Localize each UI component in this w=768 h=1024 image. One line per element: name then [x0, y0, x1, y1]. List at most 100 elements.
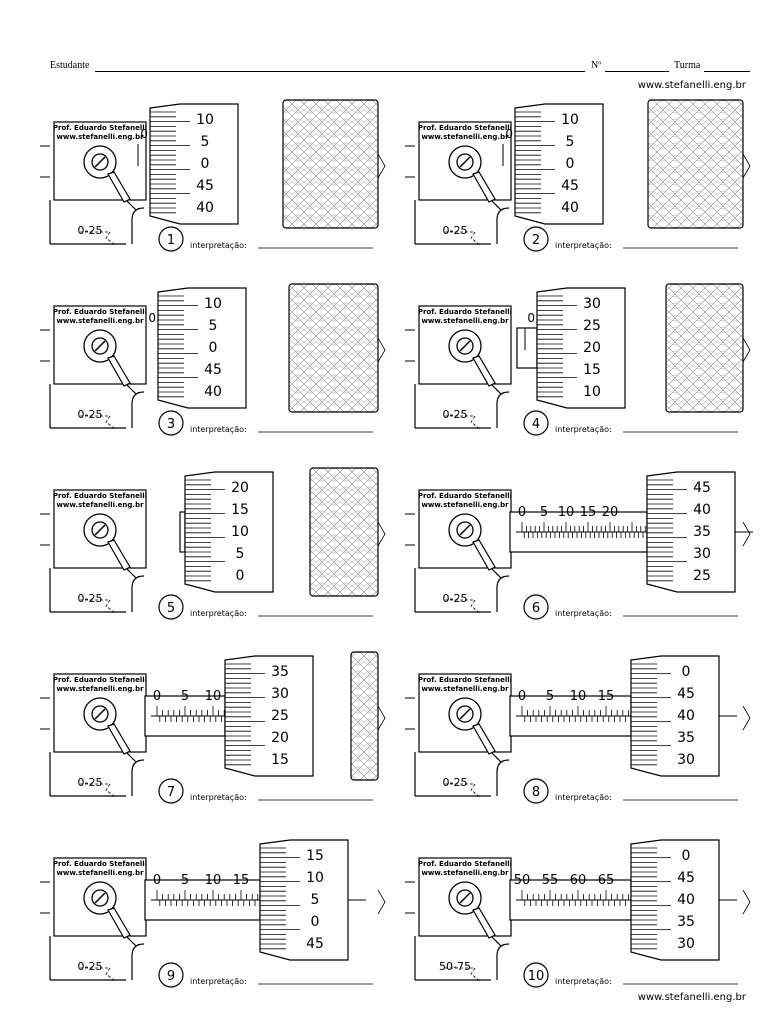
thimble-label: 5 — [566, 134, 575, 150]
frame-break-line — [80, 415, 117, 431]
interpretation-label: interpretação: — [555, 977, 612, 986]
frame-step — [490, 935, 502, 947]
thimble-label: 15 — [231, 502, 249, 518]
thimble-label: 45 — [677, 686, 695, 702]
author-label: Prof. Eduardo Stefanelli — [418, 308, 512, 316]
thimble-label: 0 — [566, 156, 575, 172]
website-label: www.stefanelli.eng.br — [421, 501, 509, 509]
sleeve-label: 0 — [518, 505, 526, 520]
break-mark — [742, 153, 751, 179]
range-label: 0-25 — [78, 776, 103, 789]
micrometer-exercise: Prof. Eduardo Stefanelliwww.stefanelli.e… — [405, 839, 751, 988]
thimble-label: 5 — [236, 546, 245, 562]
author-label: Prof. Eduardo Stefanelli — [53, 492, 147, 500]
exercise-number-badge — [158, 410, 184, 436]
thimble-label: 45 — [306, 936, 324, 952]
lock-slot — [459, 708, 471, 720]
thimble-label: 10 — [196, 112, 214, 128]
lock-lever — [107, 539, 131, 571]
lock-lever — [472, 907, 496, 939]
lock-slot — [94, 340, 106, 352]
ratchet-knurl — [309, 467, 379, 597]
lock-lever — [107, 907, 131, 939]
interpretation-label: interpretação: — [190, 241, 247, 250]
thimble-label: 25 — [583, 318, 601, 334]
frame-break-line — [445, 415, 482, 431]
thimble-label: 10 — [561, 112, 579, 128]
exercise-number: 4 — [532, 417, 540, 432]
author-label: Prof. Eduardo Stefanelli — [418, 124, 512, 132]
lock-lever — [107, 723, 131, 755]
thimble-label: 20 — [271, 730, 289, 746]
website-label: www.stefanelli.eng.br — [421, 869, 509, 877]
exercise-number: 1 — [167, 233, 175, 248]
site-url-top: www.stefanelli.eng.br — [637, 80, 746, 91]
frame-curve — [496, 575, 510, 612]
thimble-label: 40 — [196, 200, 214, 216]
thimble-label: 10 — [204, 296, 222, 312]
lock-lever — [107, 355, 131, 387]
thimble-label: 0 — [311, 914, 320, 930]
website-label: www.stefanelli.eng.br — [56, 317, 144, 325]
thimble-label: 15 — [271, 752, 289, 768]
frame-break-line — [80, 967, 117, 983]
lock-lever — [472, 723, 496, 755]
frame-break-line — [80, 599, 117, 615]
frame-curve — [131, 759, 145, 796]
thimble-label: 5 — [311, 892, 320, 908]
lock-slot — [94, 524, 106, 536]
frame-step — [490, 383, 502, 395]
thimble-label: 35 — [677, 914, 695, 930]
exercise-number: 10 — [528, 969, 545, 984]
thimble-label: 25 — [693, 568, 711, 584]
exercise-number: 7 — [167, 785, 175, 800]
number-field[interactable] — [605, 71, 669, 72]
exercise-number: 6 — [532, 601, 540, 616]
break-mark — [742, 521, 751, 547]
sleeve-label: 0 — [153, 689, 161, 704]
frame-step — [490, 199, 502, 211]
lock-slot — [94, 708, 106, 720]
frame-curve — [131, 575, 145, 612]
sleeve-label: 65 — [598, 873, 615, 888]
exercise-number-badge — [523, 962, 549, 988]
frame-break-line — [445, 231, 482, 247]
frame-break-line — [445, 783, 482, 799]
sleeve-label: 0 — [148, 311, 156, 325]
thimble-label: 0 — [209, 340, 218, 356]
sleeve-label: 5 — [540, 505, 548, 520]
exercise-number: 5 — [167, 601, 175, 616]
micrometer-exercise: Prof. Eduardo Stefanelliwww.stefanelli.e… — [405, 99, 751, 252]
sleeve-label: 20 — [602, 505, 619, 520]
sleeve-label: 0 — [527, 311, 535, 325]
exercise-number: 8 — [532, 785, 540, 800]
range-label: 0-25 — [78, 224, 103, 237]
author-label: Prof. Eduardo Stefanelli — [53, 860, 147, 868]
student-name-field[interactable] — [95, 71, 585, 72]
sleeve-label: 0 — [153, 873, 161, 888]
site-url-bottom: www.stefanelli.eng.br — [637, 992, 746, 1003]
sleeve-label: 0 — [518, 689, 526, 704]
exercise-number-badge — [158, 594, 184, 620]
exercise-number-badge — [523, 410, 549, 436]
range-label: 50-75 — [439, 960, 471, 973]
thimble-label: 40 — [677, 892, 695, 908]
lock-lever — [472, 355, 496, 387]
frame-step — [125, 751, 137, 763]
frame-step — [125, 567, 137, 579]
frame-step — [490, 751, 502, 763]
break-mark — [742, 705, 751, 731]
sleeve-label: 10 — [205, 689, 222, 704]
label-plate — [53, 489, 147, 569]
thimble-label: 40 — [693, 502, 711, 518]
range-label: 0-25 — [78, 960, 103, 973]
class-field[interactable] — [704, 71, 750, 72]
thimble-label: 20 — [231, 480, 249, 496]
sleeve-label: 10 — [205, 873, 222, 888]
ratchet-knurl — [647, 99, 744, 229]
thimble-label: 30 — [677, 936, 695, 952]
thimble-label: 20 — [583, 340, 601, 356]
thimble-label: 40 — [204, 384, 222, 400]
break-mark — [377, 705, 386, 731]
lock-slot — [94, 892, 106, 904]
